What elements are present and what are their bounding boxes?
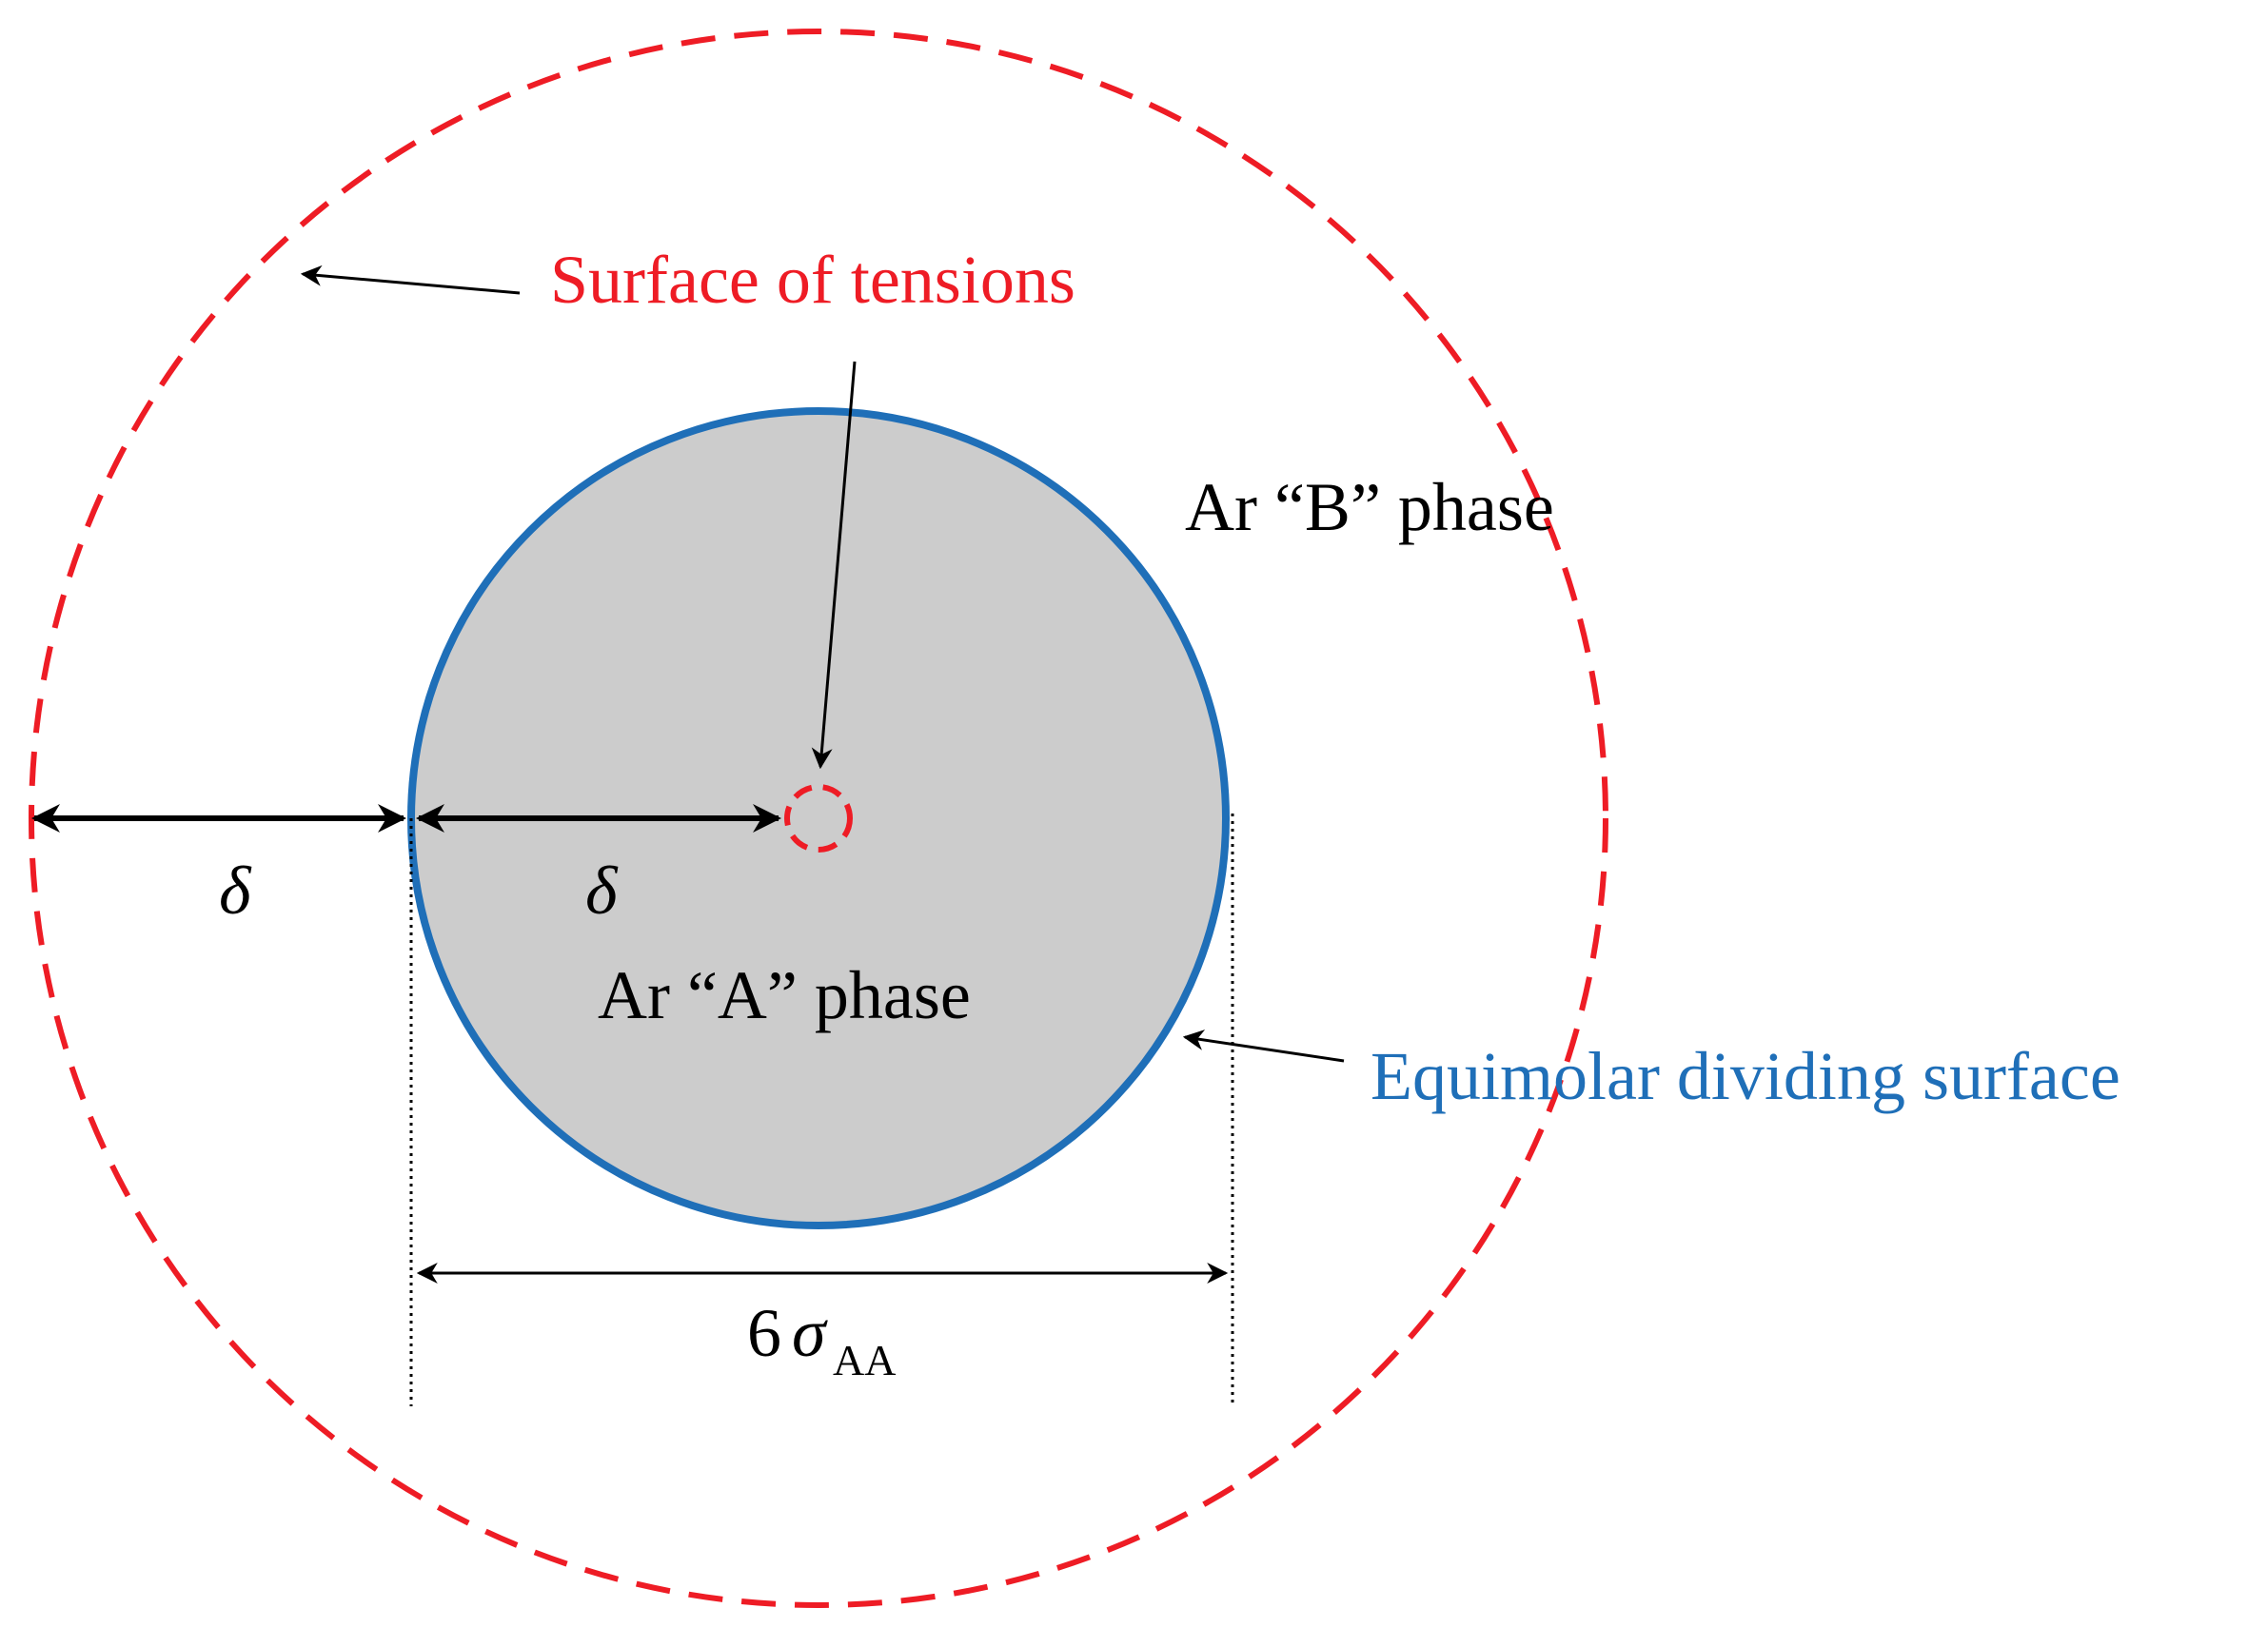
diameter-label: 6 σ AA xyxy=(747,1295,896,1384)
diameter-symbol: σ xyxy=(792,1295,828,1371)
surface-of-tensions-label: Surface of tensions xyxy=(550,242,1075,318)
equimolar-surface-label: Equimolar dividing surface xyxy=(1371,1038,2120,1114)
phase-a-label: Ar “A” phase xyxy=(598,957,971,1033)
inner-tension-surface xyxy=(784,784,853,853)
diameter-coefficient: 6 xyxy=(747,1295,781,1371)
delta-left-label: δ xyxy=(219,853,252,929)
pointer-equimolar xyxy=(1182,1030,1345,1063)
phase-b-label: Ar “B” phase xyxy=(1185,469,1554,545)
pointer-outer-tension xyxy=(300,265,521,295)
pointer-inner-tension xyxy=(811,361,857,770)
diameter-subscript: AA xyxy=(833,1336,896,1384)
delta-right-label: δ xyxy=(585,853,619,929)
